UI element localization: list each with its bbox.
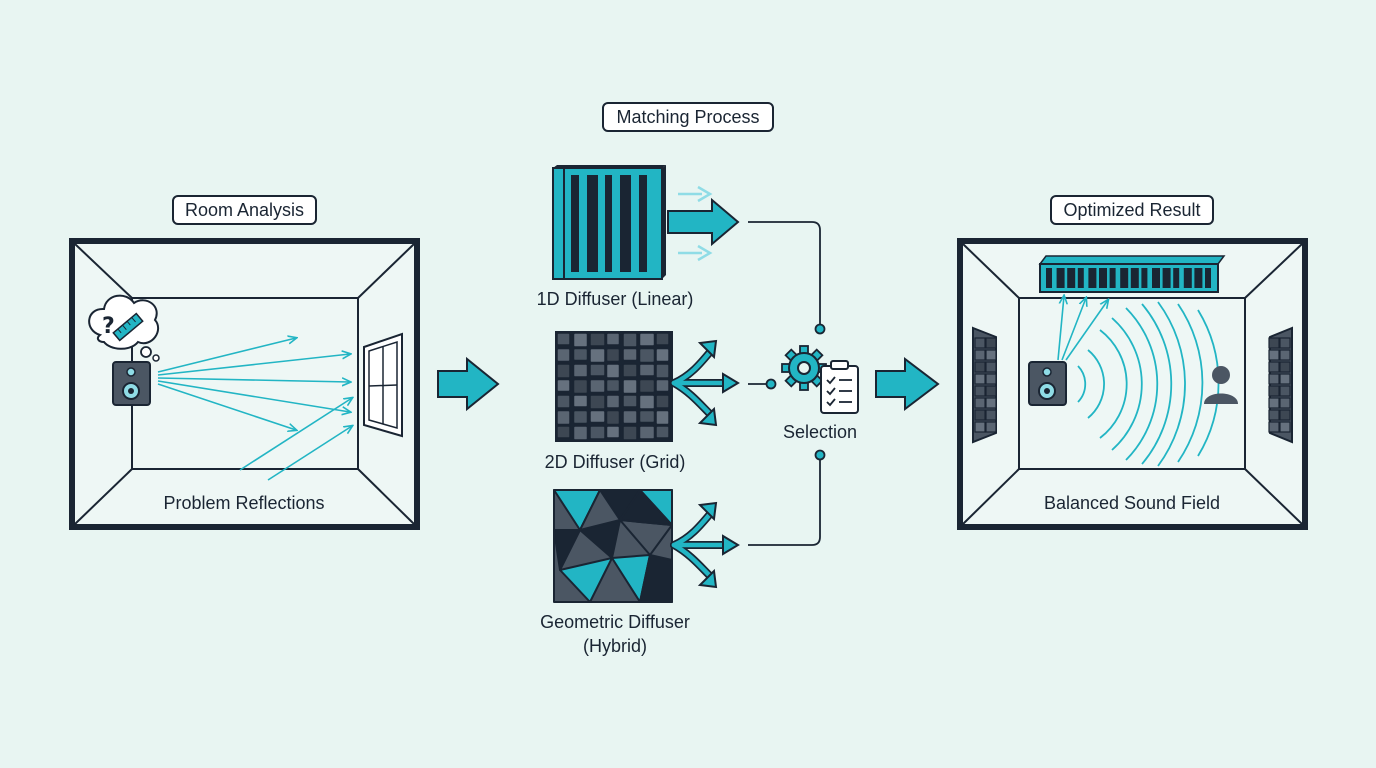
flow-arrow-1 — [437, 356, 500, 412]
thought-bubble-icon: ? — [88, 294, 160, 362]
diffuser-1d-label: 1D Diffuser (Linear) — [536, 289, 694, 309]
matching-process-title: Matching Process — [602, 102, 774, 132]
room-analysis-title: Room Analysis — [172, 195, 317, 225]
connector-node-top — [814, 323, 826, 335]
selection-connectors — [748, 221, 821, 546]
wall-diffuser-left-icon — [972, 326, 997, 444]
clipboard-checklist-icon — [820, 360, 859, 414]
problem-reflections-caption: Problem Reflections — [163, 493, 325, 513]
connector-node-middle — [765, 378, 777, 390]
room-analysis-room: ? — [69, 238, 420, 530]
ceiling-reflection-rays — [1057, 296, 1108, 361]
wall-diffuser-right-icon — [1268, 326, 1293, 444]
gear-icon — [781, 345, 827, 391]
diffuser-geometric-output-arrows — [670, 501, 740, 589]
ruler-icon — [112, 312, 144, 342]
diffuser-1d-output-arrows — [667, 185, 740, 262]
listener-icon — [1204, 366, 1238, 404]
ceiling-diffuser-icon — [1038, 255, 1226, 293]
selection-label: Selection — [782, 422, 858, 442]
speaker-icon — [112, 361, 151, 406]
problem-reflection-rays — [157, 338, 352, 481]
diffuser-geometric-label-line2: (Hybrid) — [582, 636, 647, 656]
diffuser-geometric-label-line1: Geometric Diffuser — [540, 612, 690, 632]
balanced-sound-field-caption: Balanced Sound Field — [1043, 493, 1221, 513]
diffuser-2d-label: 2D Diffuser (Grid) — [544, 452, 686, 472]
diffuser-geometric-icon — [553, 489, 673, 603]
connector-node-bottom — [814, 449, 826, 461]
diffuser-1d-icon — [552, 165, 666, 280]
question-mark-icon: ? — [102, 314, 115, 339]
diffuser-2d-output-arrows — [670, 339, 740, 427]
diffuser-2d-icon — [555, 331, 673, 442]
window-icon — [363, 332, 403, 438]
flow-arrow-2 — [875, 356, 940, 412]
speaker-icon — [1028, 361, 1067, 406]
optimized-result-title: Optimized Result — [1050, 195, 1214, 225]
